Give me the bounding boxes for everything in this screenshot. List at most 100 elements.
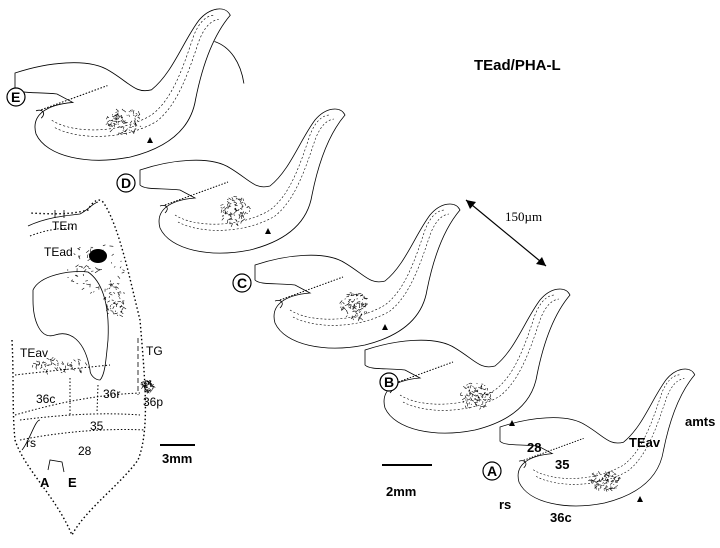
labeled-cell-mark [90,291,92,294]
labeled-cell-mark [114,310,117,313]
labeled-cell-mark [238,198,242,201]
labeled-cell-mark [66,362,69,366]
labeled-cell-mark [231,213,233,216]
labeled-cell-mark [352,307,355,310]
labeled-cell-mark [613,472,616,476]
section-a-amts: amts [685,414,715,429]
labeled-cell-mark [590,481,593,484]
labeled-cell-mark [247,206,250,208]
labeled-cell-mark [223,211,225,214]
section-b-label: B [379,372,399,392]
labeled-cell-mark [108,293,113,296]
labeled-cell-mark [610,482,613,485]
labeled-cell-mark [113,291,116,294]
labeled-cell-mark [90,246,93,249]
labeled-cell-mark [227,198,229,201]
labeled-cell-mark [105,123,108,125]
labeled-cell-mark [473,390,478,392]
labeled-cell-mark [356,312,359,315]
labeled-cell-mark [619,477,621,479]
labeled-cell-mark [239,207,243,209]
labeled-cell-mark [353,306,357,310]
labeled-cell-mark [476,382,478,385]
labeled-cell-mark [117,282,120,285]
labeled-cell-mark [132,110,135,114]
labeled-cell-mark [611,487,615,490]
labeled-cell-mark [121,108,124,111]
labeled-cell-mark [122,300,125,305]
labeled-cell-mark [240,197,243,200]
labeled-cell-mark [42,361,46,364]
labeled-cell-mark [108,295,111,299]
labeled-cell-mark [223,206,226,209]
labeled-cell-mark [128,114,130,117]
map-label-28: 28 [78,444,92,458]
labeled-cell-mark [616,480,618,482]
labeled-cell-mark [470,403,472,405]
section-a-area36c: 36c [550,510,572,525]
labeled-cell-mark [52,362,56,366]
labeled-cell-mark [463,386,466,389]
labeled-cell-mark [138,117,140,120]
labeled-cell-mark [113,301,116,304]
labeled-cell-mark [471,400,475,402]
labeled-cell-clusters [31,108,621,492]
labeled-cell-mark [75,264,79,268]
labeled-cell-mark [132,114,135,117]
labeled-cell-mark [61,361,65,365]
labeled-cell-mark [111,283,113,287]
labeled-cell-mark [78,360,80,365]
labeled-cell-mark [133,120,136,122]
labeled-cell-mark [125,128,128,132]
labeled-cell-mark [600,477,604,482]
labeled-cell-mark [596,480,601,482]
labeled-cell-mark [485,393,489,396]
labeled-cell-mark [220,207,223,209]
labeled-cell-mark [114,117,119,120]
labeled-cell-mark [78,370,82,374]
labeled-cell-mark [149,379,152,382]
labeled-cell-mark [44,364,46,368]
labeled-cell-mark [145,380,150,382]
labeled-cell-mark [597,471,601,475]
labeled-cell-mark [240,212,244,214]
labeled-cell-mark [466,395,470,397]
labeled-cell-mark [607,478,609,481]
labeled-cell-mark [152,385,155,389]
labeled-cell-mark [353,299,356,301]
labeled-cell-mark [478,399,482,401]
labeled-cell-mark [468,386,470,389]
labeled-cell-mark [593,477,597,482]
labeled-cell-mark [98,269,102,271]
labeled-cell-mark [229,202,232,205]
labeled-cell-mark [107,124,112,126]
labeled-cell-mark [106,115,109,120]
map-label-36r: 36r [103,387,120,401]
labeled-cell-mark [346,310,349,315]
labeled-cell-mark [352,293,356,295]
labeled-cell-mark [227,207,230,209]
labeled-cell-mark [466,386,469,388]
labeled-cell-mark [142,385,144,388]
labeled-cell-mark [228,218,231,221]
labeled-cell-mark [611,471,614,473]
labeled-cell-mark [248,210,251,213]
labeled-cell-mark [239,213,241,215]
labeled-cell-mark [244,202,247,206]
labeled-cell-mark [604,486,608,488]
labeled-cell-mark [123,109,126,113]
labeled-cell-mark [365,298,367,300]
labeled-cell-mark [242,218,246,221]
map-label-36p: 36p [143,395,163,409]
labeled-cell-mark [606,474,609,476]
labeled-cell-mark [350,317,354,320]
labeled-cell-mark [466,384,468,386]
labeled-cell-mark [80,369,82,373]
labeled-cell-mark [351,300,355,303]
labeled-cell-mark [347,302,350,306]
labeled-cell-mark [229,218,233,220]
svg-text:C: C [237,275,247,291]
labeled-cell-mark [468,383,471,385]
labeled-cell-mark [593,480,597,483]
labeled-cell-mark [234,204,238,207]
